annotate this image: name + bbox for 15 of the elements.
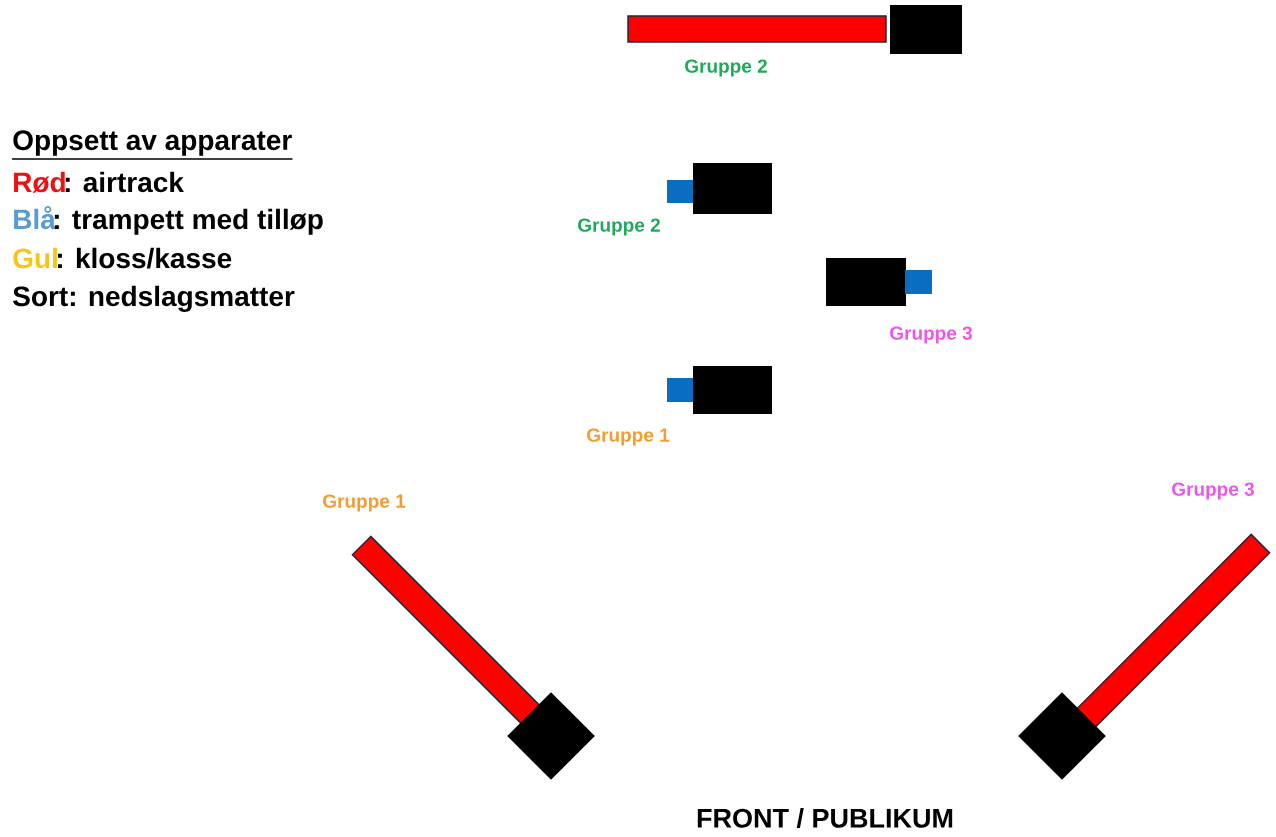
legend-text: : airtrack [65,171,184,193]
group-label: Gruppe 2 [685,59,767,77]
group-label: Gruppe 3 [1172,482,1254,500]
legend-heading: Oppsett av apparater [13,130,292,156]
group-label: Gruppe 1 [323,494,406,512]
legend-text: Gul [13,247,57,269]
group-label: Gruppe 3 [890,326,972,344]
group-label: Gruppe 1 [587,428,670,446]
legend-text: Blå [14,205,56,230]
group-label: Gruppe 2 [578,218,660,236]
legend-text: : trampett med tilløp [54,208,323,235]
legend-text: : kloss/kasse [57,247,232,269]
legend-text: Rød [14,171,65,193]
front-label: FRONT / PUBLIKUM [697,807,953,829]
legend-text: Sort: nedslagsmatter [13,285,295,312]
